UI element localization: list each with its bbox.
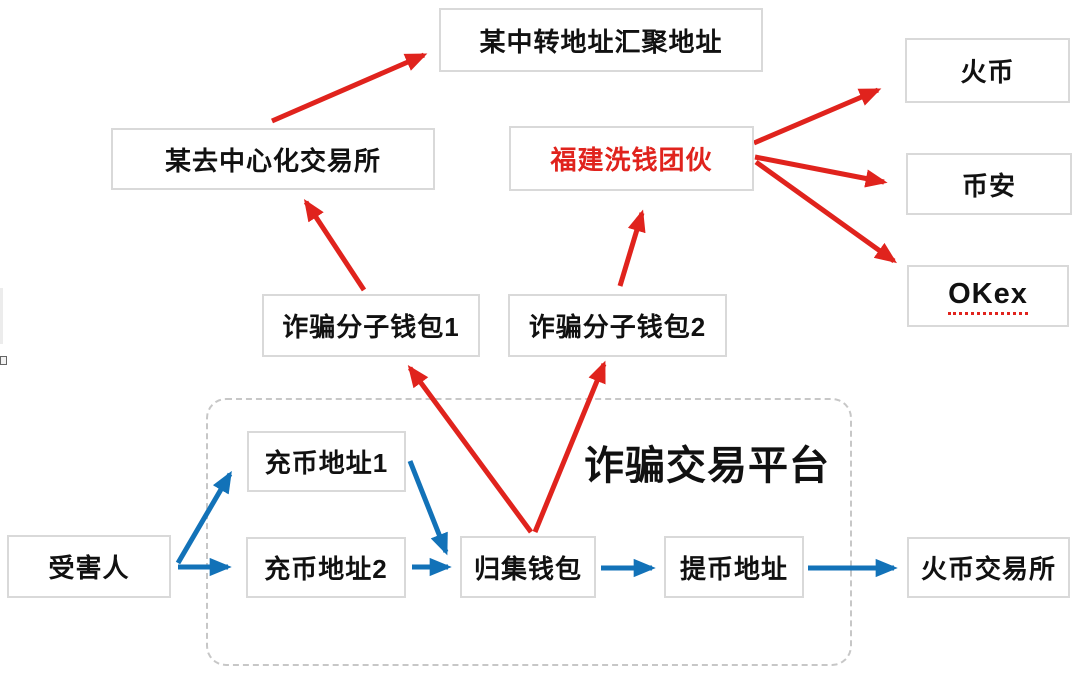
node-label: 归集钱包 — [473, 553, 582, 584]
node-label: 福建洗钱团伙 — [550, 145, 713, 175]
node-fraudster-wallet-2: 诈骗分子钱包2 — [508, 294, 727, 357]
node-label: 提币地址 — [679, 553, 788, 584]
node-okex: OKex — [907, 265, 1069, 327]
node-decentralized-exchange: 某去中心化交易所 — [111, 128, 435, 190]
node-label: 火币交易所 — [920, 554, 1056, 584]
node-deposit-address-1: 充币地址1 — [247, 431, 406, 492]
node-label: 诈骗分子钱包2 — [528, 312, 707, 342]
node-transit-aggregation-address: 某中转地址汇聚地址 — [439, 8, 763, 72]
node-deposit-address-2: 充币地址2 — [246, 537, 406, 598]
node-label: OKex — [948, 278, 1028, 315]
node-binance: 币安 — [906, 153, 1072, 215]
node-fraudster-wallet-1: 诈骗分子钱包1 — [262, 294, 480, 357]
node-victim: 受害人 — [7, 535, 171, 598]
edge-gang-to-okex — [754, 159, 897, 264]
node-label: 某去中心化交易所 — [164, 145, 381, 176]
node-laundering-gang: 福建洗钱团伙 — [509, 126, 754, 191]
node-label: 某中转地址汇聚地址 — [479, 26, 723, 57]
node-label: 币安 — [961, 170, 1016, 201]
edge-wallet1-to-dex — [303, 198, 367, 292]
edge-gang-to-binance — [754, 154, 888, 188]
stray-edge-strip — [0, 288, 3, 344]
node-huobi-exchange: 火币交易所 — [907, 537, 1070, 598]
fraud-platform-label: 诈骗交易平台 — [584, 444, 830, 488]
node-label: 受害人 — [48, 553, 130, 583]
node-label: 充币地址2 — [264, 554, 388, 584]
node-label: 诈骗分子钱包1 — [282, 312, 460, 342]
edge-dex-to-transit — [271, 52, 428, 124]
node-label: 火币 — [960, 57, 1015, 87]
edge-wallet2-to-gang — [617, 209, 646, 287]
node-label: 充币地址1 — [264, 448, 389, 478]
edge-gang-to-huobi — [753, 87, 882, 146]
stray-selection-handle — [0, 356, 7, 365]
node-huobi: 火币 — [905, 38, 1070, 103]
node-collection-wallet: 归集钱包 — [460, 536, 596, 598]
node-withdraw-address: 提币地址 — [664, 536, 804, 598]
